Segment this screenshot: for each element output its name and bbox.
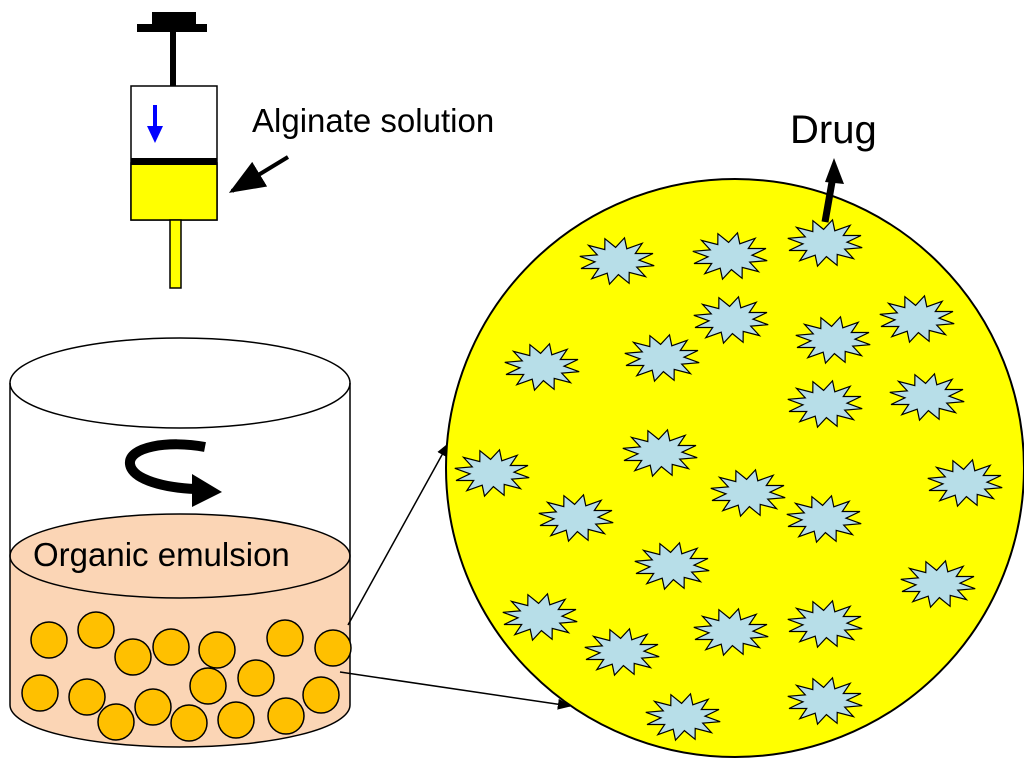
starburst-icon bbox=[787, 676, 863, 726]
beaker-bottom bbox=[9, 704, 351, 748]
starburst-icon bbox=[795, 315, 871, 365]
starburst-icon bbox=[584, 627, 660, 677]
label-organic-emulsion: Organic emulsion bbox=[33, 536, 290, 573]
magnified-bead bbox=[445, 178, 1024, 758]
starburst-icon bbox=[927, 458, 1003, 508]
starburst-icon bbox=[622, 428, 698, 478]
syringe-plunger-cap bbox=[152, 12, 196, 25]
syringe-needle bbox=[169, 219, 182, 289]
syringe-plunger-grip bbox=[137, 24, 207, 32]
starburst-icon bbox=[787, 599, 863, 649]
starburst-icon bbox=[900, 559, 976, 609]
drug-particles bbox=[454, 218, 1003, 742]
starburst-icon bbox=[504, 342, 580, 392]
drug-release-arrow bbox=[821, 158, 844, 223]
syringe-plunger-seal bbox=[131, 158, 217, 165]
starburst-icon bbox=[879, 294, 955, 344]
label-drug: Drug bbox=[790, 108, 877, 152]
alginate-bead bbox=[30, 621, 68, 659]
beaker-rim bbox=[9, 337, 351, 429]
alginate-bead bbox=[237, 659, 275, 697]
alginate-pointer-arrow bbox=[228, 155, 290, 193]
starburst-icon bbox=[624, 333, 700, 383]
alginate-bead bbox=[21, 674, 59, 712]
label-alginate-solution: Alginate solution bbox=[252, 102, 494, 139]
curved-rotation-arrow-icon bbox=[125, 439, 222, 507]
syringe-alginate-fill bbox=[130, 162, 218, 221]
starburst-icon bbox=[645, 692, 721, 742]
starburst-icon bbox=[502, 592, 578, 642]
starburst-icon bbox=[634, 541, 710, 591]
starburst-icon bbox=[693, 295, 769, 345]
syringe bbox=[130, 12, 218, 289]
alginate-bead bbox=[152, 628, 190, 666]
alginate-bead bbox=[198, 631, 236, 669]
alginate-bead bbox=[97, 703, 135, 741]
alginate-bead bbox=[114, 638, 152, 676]
starburst-icon bbox=[787, 379, 863, 429]
beaker: Organic emulsion bbox=[9, 337, 352, 748]
alginate-bead bbox=[170, 704, 208, 742]
alginate-beads bbox=[21, 611, 352, 742]
starburst-icon bbox=[889, 372, 965, 422]
alginate-bead bbox=[68, 678, 106, 716]
alginate-bead bbox=[77, 611, 115, 649]
starburst-icon bbox=[454, 448, 530, 498]
starburst-icon bbox=[693, 607, 769, 657]
starburst-icon bbox=[692, 231, 768, 281]
alginate-bead bbox=[217, 701, 255, 739]
starburst-icon bbox=[710, 468, 786, 518]
alginate-bead bbox=[302, 676, 340, 714]
alginate-bead bbox=[189, 667, 227, 705]
starburst-icon bbox=[787, 218, 863, 268]
alginate-bead bbox=[134, 688, 172, 726]
starburst-icon bbox=[579, 236, 655, 286]
alginate-bead bbox=[314, 629, 352, 667]
starburst-icon bbox=[786, 494, 862, 544]
alginate-bead bbox=[267, 697, 305, 735]
zoom-arrow-lower bbox=[339, 671, 572, 710]
down-arrow-icon bbox=[147, 105, 163, 143]
starburst-icon bbox=[538, 493, 614, 543]
alginate-bead bbox=[266, 619, 304, 657]
zoom-arrow-upper bbox=[347, 442, 449, 626]
